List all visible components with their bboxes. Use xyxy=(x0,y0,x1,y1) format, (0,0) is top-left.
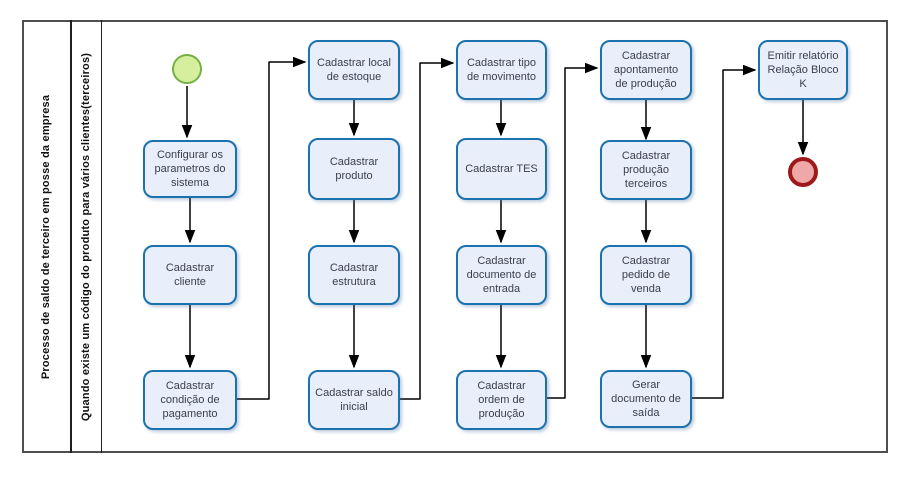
end-event-icon[interactable] xyxy=(788,157,818,187)
lane-title: Quando existe um código do produto para … xyxy=(80,52,93,421)
task-node[interactable]: Cadastrar documento de entrada xyxy=(456,245,547,305)
lane-title-band: Quando existe um código do produto para … xyxy=(72,20,102,453)
pool-title: Processo de saldo de terceiro em posse d… xyxy=(40,94,52,379)
task-node[interactable]: Cadastrar cliente xyxy=(143,245,237,305)
task-node[interactable]: Gerar documento de saída xyxy=(600,370,692,428)
task-node[interactable]: Cadastrar estrutura xyxy=(308,245,400,305)
task-node[interactable]: Cadastrar produto xyxy=(308,138,400,200)
task-node[interactable]: Cadastrar ordem de produção xyxy=(456,370,547,430)
start-event-icon[interactable] xyxy=(172,54,202,84)
task-node[interactable]: Configurar os parametros do sistema xyxy=(143,140,237,198)
task-node[interactable]: Cadastrar pedido de venda xyxy=(600,245,692,305)
task-node[interactable]: Cadastrar local de estoque xyxy=(308,40,400,100)
task-node[interactable]: Cadastrar apontamento de produção xyxy=(600,40,692,100)
process-pool-frame xyxy=(22,20,888,453)
task-node[interactable]: Cadastrar condição de pagamento xyxy=(143,370,237,430)
task-node[interactable]: Cadastrar saldo inicial xyxy=(308,370,400,430)
task-node[interactable]: Cadastrar produção terceiros xyxy=(600,140,692,200)
task-node[interactable]: Emitir relatório Relação Bloco K xyxy=(758,40,848,100)
task-node[interactable]: Cadastrar tipo de movimento xyxy=(456,40,547,100)
pool-title-band: Processo de saldo de terceiro em posse d… xyxy=(22,20,72,453)
task-node[interactable]: Cadastrar TES xyxy=(456,138,547,200)
